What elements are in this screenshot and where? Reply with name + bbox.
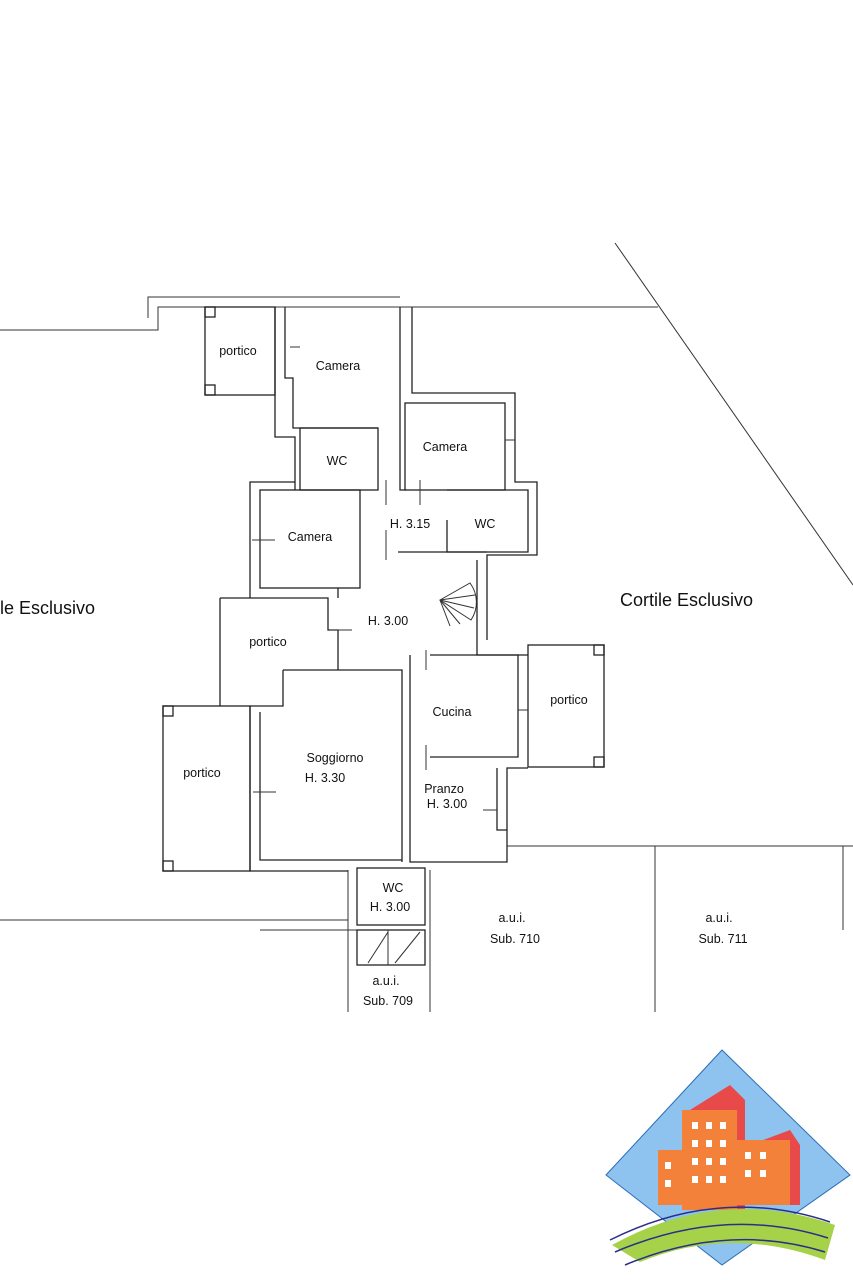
room-pranzo: Pranzo xyxy=(424,782,464,796)
walls xyxy=(162,306,605,966)
agency-logo xyxy=(605,1049,851,1266)
unit-710-label: a.u.i. xyxy=(498,911,525,925)
wc-bottom-height: H. 3.00 xyxy=(370,900,410,914)
pranzo-height: H. 3.00 xyxy=(427,797,467,811)
unit-709-sub: Sub. 709 xyxy=(363,994,413,1008)
room-wc-bottom: WC xyxy=(383,881,404,895)
room-camera-left: Camera xyxy=(288,530,333,544)
room-portico-top: portico xyxy=(219,344,257,358)
unit-711-sub: Sub. 711 xyxy=(698,932,747,946)
unit-711-label: a.u.i. xyxy=(705,911,732,925)
room-camera-top: Camera xyxy=(316,359,361,373)
room-wc-right: WC xyxy=(475,517,496,531)
room-portico-mid: portico xyxy=(249,635,287,649)
spiral-staircase xyxy=(439,582,477,627)
room-cucina: Cucina xyxy=(433,705,472,719)
room-wc-left: WC xyxy=(327,454,348,468)
unit-709-label: a.u.i. xyxy=(372,974,399,988)
hall-height: H. 3.15 xyxy=(390,517,430,531)
site-boundaries xyxy=(0,242,853,1012)
room-portico-right: portico xyxy=(550,693,588,707)
room-soggiorno: Soggiorno xyxy=(307,751,364,765)
unit-710-sub: Sub. 710 xyxy=(490,932,540,946)
yard-left-label: le Esclusivo xyxy=(0,598,95,618)
living-height: H. 3.00 xyxy=(368,614,408,628)
room-portico-left: portico xyxy=(183,766,221,780)
soggiorno-height: H. 3.30 xyxy=(305,771,345,785)
room-camera-right: Camera xyxy=(423,440,468,454)
yard-right-label: Cortile Esclusivo xyxy=(620,590,753,610)
